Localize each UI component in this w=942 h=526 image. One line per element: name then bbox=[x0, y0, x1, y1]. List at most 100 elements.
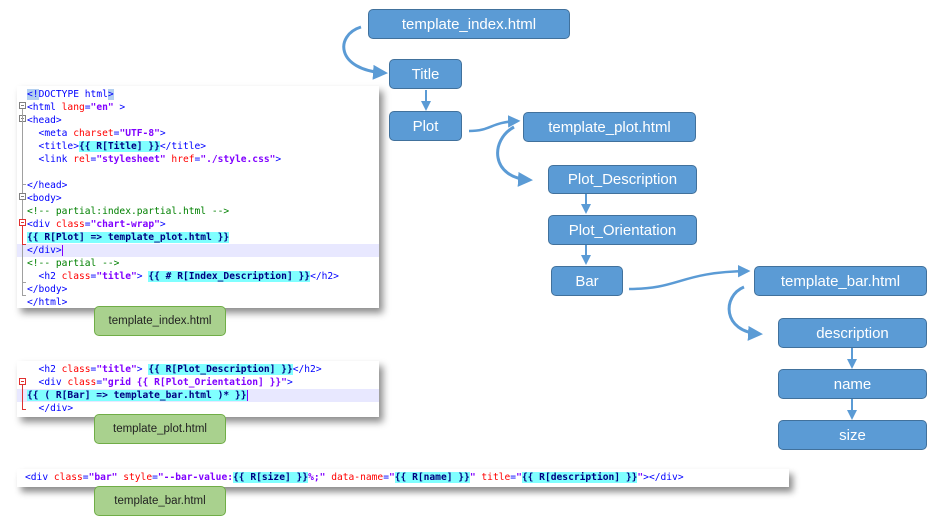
code-token: <!-- partial:index.partial.html --> bbox=[27, 206, 230, 217]
code-token: "./style.css" bbox=[200, 154, 276, 165]
fold-guide bbox=[22, 282, 26, 283]
code-line[interactable]: <h2 class="title"> {{ # R[Index_Descript… bbox=[17, 270, 379, 283]
flow-node-template-index: template_index.html bbox=[368, 9, 570, 39]
arrow-index-to-title bbox=[342, 25, 388, 80]
code-token: "bar" bbox=[88, 472, 118, 483]
code-token: title bbox=[481, 472, 511, 483]
code-token: " bbox=[637, 472, 644, 483]
code-token: </html> bbox=[27, 297, 68, 308]
code-token: "title" bbox=[96, 271, 137, 282]
code-token: </h2> bbox=[292, 364, 322, 375]
code-line[interactable]: <div class="bar" style="--bar-value:{{ R… bbox=[17, 471, 789, 484]
code-line[interactable]: {{ ( R[Bar] => template_bar.html )* }} bbox=[17, 389, 379, 402]
code-token: = bbox=[90, 271, 97, 282]
code-token: = bbox=[113, 128, 120, 139]
fold-marker[interactable] bbox=[19, 193, 26, 200]
code-token: <! bbox=[27, 89, 39, 100]
code-line[interactable]: <div class="grid {{ R[Plot_Orientation] … bbox=[17, 376, 379, 389]
code-line[interactable]: </html> bbox=[17, 296, 379, 309]
code-token: class bbox=[55, 219, 85, 230]
code-line[interactable]: <h2 class="title"> {{ R[Plot_Description… bbox=[17, 363, 379, 376]
code-token: <title> bbox=[27, 141, 79, 152]
code-token: = bbox=[510, 472, 517, 483]
fold-guide-active bbox=[22, 226, 23, 244]
code-token: rel bbox=[73, 154, 91, 165]
code-token: > bbox=[136, 271, 149, 282]
code-token: </div> bbox=[27, 245, 62, 256]
code-token: <div bbox=[25, 472, 54, 483]
code-token: </head> bbox=[27, 180, 68, 191]
code-token: " bbox=[516, 472, 522, 483]
code-token: ></div> bbox=[643, 472, 684, 483]
code-token: " bbox=[388, 472, 395, 483]
code-line[interactable]: </head> bbox=[17, 179, 379, 192]
code-line[interactable]: </div> bbox=[17, 402, 379, 415]
arrow-template-plot-to-description bbox=[496, 125, 533, 187]
flow-node-template-plot: template_plot.html bbox=[523, 112, 696, 142]
code-token: = bbox=[90, 154, 97, 165]
fold-marker-active[interactable] bbox=[19, 219, 26, 226]
code-token: = bbox=[194, 154, 201, 165]
text-caret bbox=[246, 389, 248, 401]
code-token: = bbox=[96, 377, 103, 388]
code-token: charset bbox=[73, 128, 114, 139]
code-token: <h2 bbox=[27, 364, 62, 375]
code-token: </title> bbox=[159, 141, 207, 152]
template-expression: {{ R[Plot] => template_plot.html }} bbox=[27, 232, 230, 243]
arrow-plot-to-template-plot bbox=[468, 115, 521, 133]
code-token: = bbox=[152, 472, 158, 483]
code-line[interactable]: {{ R[Plot] => template_plot.html }} bbox=[17, 231, 379, 244]
code-line[interactable]: <link rel="stylesheet" href="./style.css… bbox=[17, 153, 379, 166]
code-line[interactable]: <html lang="en" > bbox=[17, 101, 379, 114]
code-token: data-name bbox=[331, 472, 384, 483]
code-token: class bbox=[61, 271, 91, 282]
code-token: > bbox=[136, 364, 149, 375]
code-token: lang bbox=[61, 102, 85, 113]
code-token: "UTF-8" bbox=[119, 128, 160, 139]
code-token: "stylesheet" bbox=[96, 154, 166, 165]
flow-node-plot-description: Plot_Description bbox=[548, 165, 697, 194]
code-line[interactable]: </body> bbox=[17, 283, 379, 296]
flow-node-title: Title bbox=[389, 59, 462, 89]
flow-node-template-bar: template_bar.html bbox=[754, 266, 927, 296]
code-line[interactable]: </div> bbox=[17, 244, 379, 257]
flow-node-name: name bbox=[778, 369, 927, 399]
code-line[interactable]: <meta charset="UTF-8"> bbox=[17, 127, 379, 140]
fold-guide bbox=[22, 295, 26, 296]
code-panel-index: <!DOCTYPE html><html lang="en" ><head> <… bbox=[17, 86, 379, 308]
fold-guide-active bbox=[22, 409, 26, 410]
file-label-bar: template_bar.html bbox=[94, 486, 226, 516]
code-token: "title" bbox=[96, 364, 137, 375]
code-line[interactable]: <!DOCTYPE html> bbox=[17, 88, 379, 101]
code-token: = bbox=[84, 219, 91, 230]
code-token: href bbox=[171, 154, 195, 165]
code-token: "en" bbox=[90, 102, 114, 113]
flow-node-bar: Bar bbox=[551, 266, 623, 296]
code-token: > bbox=[275, 154, 282, 165]
fold-marker[interactable] bbox=[19, 102, 26, 109]
code-token: </div> bbox=[27, 403, 74, 414]
file-label-index: template_index.html bbox=[94, 306, 226, 336]
code-panel-bar: <div class="bar" style="--bar-value:{{ R… bbox=[17, 469, 789, 487]
template-expression: {{ R[size] }} bbox=[233, 472, 309, 483]
fold-marker-active[interactable] bbox=[19, 378, 26, 385]
arrow-bar-to-template-bar bbox=[628, 264, 751, 291]
code-line[interactable]: <title>{{ R[Title] }}</title> bbox=[17, 140, 379, 153]
code-token: class bbox=[53, 472, 83, 483]
code-panel-plot: <h2 class="title"> {{ R[Plot_Description… bbox=[17, 361, 379, 417]
code-line[interactable]: <!-- partial:index.partial.html --> bbox=[17, 205, 379, 218]
text-caret bbox=[61, 244, 63, 256]
fold-guide-active bbox=[22, 244, 26, 245]
template-expression: {{ # R[Index_Description] }} bbox=[148, 271, 311, 282]
code-line[interactable]: <div class="chart-wrap"> bbox=[17, 218, 379, 231]
fold-guide bbox=[22, 184, 26, 185]
template-expression: {{ R[description] }} bbox=[521, 472, 638, 483]
code-line[interactable]: <!-- partial --> bbox=[17, 257, 379, 270]
code-token: <h2 bbox=[27, 271, 62, 282]
code-token: class bbox=[61, 364, 91, 375]
code-token: <body> bbox=[27, 193, 62, 204]
code-line[interactable]: <body> bbox=[17, 192, 379, 205]
code-token: <link bbox=[27, 154, 74, 165]
flow-node-plot-orientation: Plot_Orientation bbox=[548, 215, 697, 245]
code-line[interactable]: <head> bbox=[17, 114, 379, 127]
